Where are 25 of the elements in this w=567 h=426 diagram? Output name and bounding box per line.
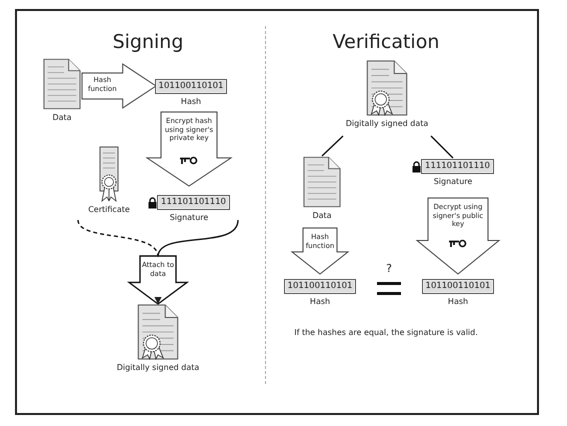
- block-arrow: [145, 112, 233, 187]
- block-arrow: [290, 228, 350, 275]
- block-arrow: [82, 63, 157, 109]
- connector-line: [430, 136, 454, 158]
- value-label: Signature: [170, 213, 208, 223]
- question-mark: ?: [385, 262, 393, 276]
- section-heading: Verification: [332, 30, 440, 54]
- value-label: Hash: [180, 97, 202, 107]
- value-label: Hash: [448, 297, 468, 307]
- section-heading: Signing: [112, 30, 184, 54]
- certificate-label: Certificate: [88, 205, 130, 215]
- binary-value: 101100110101: [422, 279, 494, 294]
- document-label: Data: [312, 211, 332, 221]
- document-label: Digitally signed data: [346, 119, 428, 129]
- binary-value: 101100110101: [284, 279, 356, 294]
- connector-line: [322, 136, 344, 156]
- block-arrow: [416, 198, 500, 275]
- value-label: Hash: [310, 297, 330, 307]
- document-label: Digitally signed data: [116, 363, 200, 373]
- note-text: If the hashes are equal, the signature is valid.: [293, 328, 479, 338]
- binary-value: 111101101110: [157, 195, 230, 210]
- binary-value: 111101101110: [421, 159, 494, 174]
- document-label: Data: [52, 113, 72, 123]
- value-label: Signature: [434, 177, 472, 187]
- binary-value: 101100110101: [154, 79, 228, 94]
